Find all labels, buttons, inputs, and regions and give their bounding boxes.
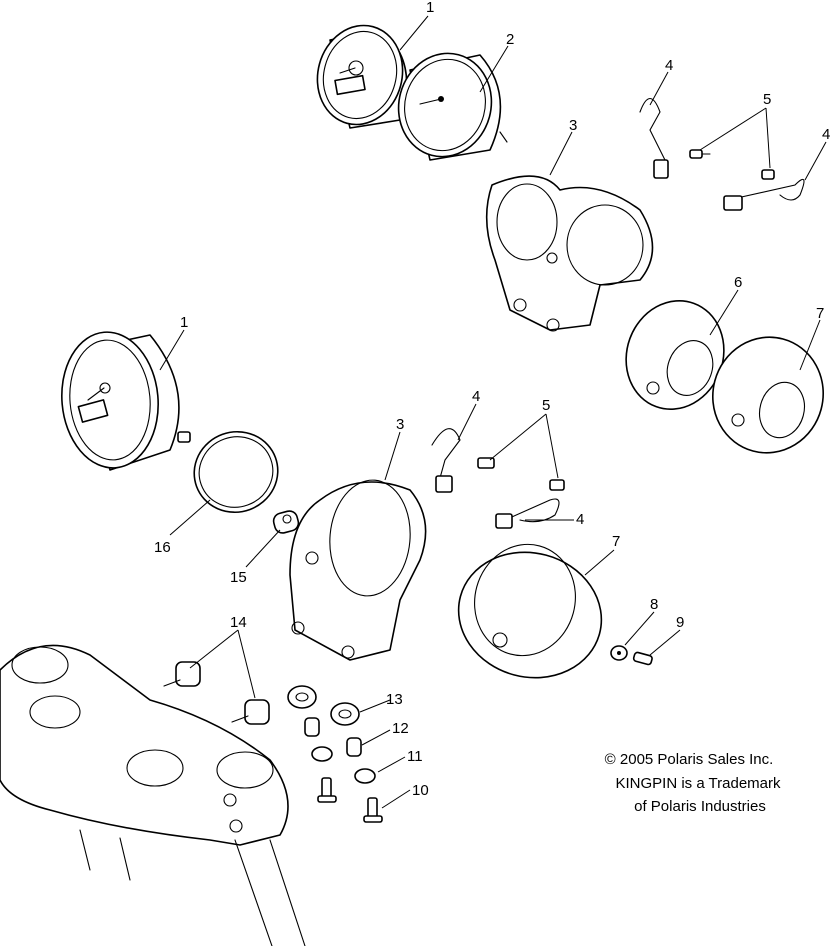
bracket-clip-upper-right bbox=[723, 178, 805, 211]
grommet-13b bbox=[330, 702, 360, 726]
callout-14: 14 bbox=[230, 614, 247, 631]
rubber-mount-a bbox=[163, 661, 201, 687]
washer-11b bbox=[354, 768, 376, 784]
callout-1-upper: 1 bbox=[426, 0, 434, 16]
callout-4-upper-left: 4 bbox=[665, 57, 673, 74]
screw-mid-a bbox=[477, 457, 495, 469]
screw-mid-b bbox=[549, 479, 565, 491]
bolt-10b bbox=[363, 797, 383, 823]
callout-9: 9 bbox=[676, 614, 684, 631]
tachometer-upper bbox=[397, 52, 508, 161]
bracket-clip-mid-upper bbox=[431, 428, 461, 493]
speedometer-single bbox=[61, 331, 191, 471]
callout-7-lower: 7 bbox=[612, 533, 620, 550]
gauge-seal-ring bbox=[193, 430, 279, 514]
callout-8: 8 bbox=[650, 596, 658, 613]
copyright-line-2: KINGPIN is a Trademark bbox=[615, 775, 781, 792]
bracket-clip-mid-lower bbox=[495, 498, 560, 529]
callout-2: 2 bbox=[506, 31, 514, 48]
callout-6: 6 bbox=[734, 274, 742, 291]
copyright-line-3: of Polaris Industries bbox=[634, 798, 766, 815]
grommet-15 bbox=[272, 510, 300, 534]
callout-3-upper: 3 bbox=[569, 117, 577, 134]
callout-11: 11 bbox=[407, 748, 423, 765]
grommet-13a bbox=[287, 685, 317, 709]
dual-mounting-bracket bbox=[485, 175, 654, 332]
leader-lines bbox=[159, 15, 827, 809]
triple-clamp bbox=[0, 644, 306, 946]
callout-13: 13 bbox=[386, 691, 403, 708]
collar-12b bbox=[346, 737, 362, 757]
callout-3-single: 3 bbox=[396, 416, 404, 433]
rubber-mount-b bbox=[231, 699, 270, 725]
copyright-notice: © 2005 Polaris Sales Inc. KINGPIN is a T… bbox=[605, 751, 781, 815]
callout-15: 15 bbox=[230, 569, 247, 586]
callout-16: 16 bbox=[154, 539, 171, 556]
gauge-cup-7-upper bbox=[711, 336, 825, 454]
callout-7-upper: 7 bbox=[816, 305, 824, 322]
callout-4-upper-right: 4 bbox=[822, 126, 830, 143]
washer-8 bbox=[610, 645, 628, 661]
collar-12a bbox=[304, 717, 320, 737]
callout-12: 12 bbox=[392, 720, 409, 737]
callout-5-mid: 5 bbox=[542, 397, 550, 414]
screw-upper-b bbox=[761, 169, 775, 180]
washer-11a bbox=[311, 746, 333, 762]
single-mounting-bracket bbox=[289, 479, 427, 661]
screw-upper-a bbox=[689, 149, 711, 159]
callout-1-single: 1 bbox=[180, 314, 188, 331]
bolt-10a bbox=[317, 777, 337, 803]
bolt-9 bbox=[632, 651, 653, 666]
speedometer-upper bbox=[316, 24, 408, 129]
bracket-clip-upper-left bbox=[639, 97, 669, 179]
copyright-line-1: © 2005 Polaris Sales Inc. bbox=[605, 751, 774, 768]
callout-5-upper: 5 bbox=[763, 91, 771, 108]
gauge-cup-7-lower bbox=[457, 543, 603, 679]
callout-4-mid-lower: 4 bbox=[576, 511, 584, 528]
callout-4-mid-upper: 4 bbox=[472, 388, 480, 405]
callout-10: 10 bbox=[412, 782, 429, 799]
callout-labels: 1 2 3 4 5 4 6 7 1 16 15 3 4 5 4 7 8 9 14… bbox=[154, 0, 830, 799]
